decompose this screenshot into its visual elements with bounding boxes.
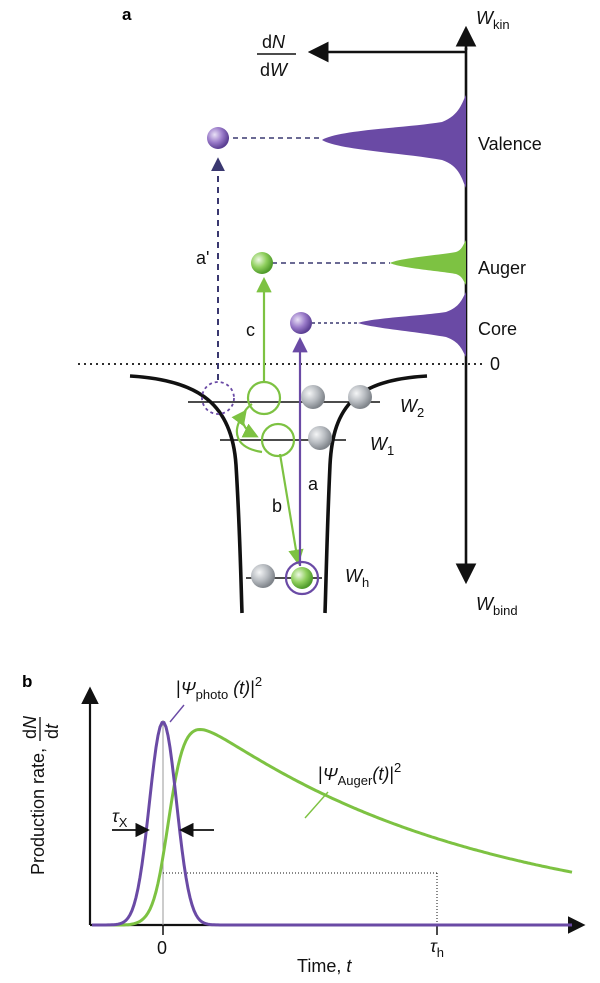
peak-label-valence: Valence bbox=[478, 134, 542, 154]
x-tick-label-tau-h: τh bbox=[430, 936, 444, 960]
x-tick-label-zero: 0 bbox=[157, 938, 167, 958]
svg-text:dN: dN bbox=[20, 715, 40, 739]
transition-label-c: c bbox=[246, 320, 255, 340]
atom-wh-1 bbox=[251, 564, 275, 588]
panel-b-label: b bbox=[22, 672, 32, 691]
electron-valence bbox=[207, 127, 229, 149]
svg-text:Production rate,: Production rate, bbox=[28, 748, 48, 875]
y-axis-label: Production rate, dN dt bbox=[20, 715, 62, 875]
electron-core-refill bbox=[291, 567, 313, 589]
photo-curve-label: |Ψphoto (t)|2 bbox=[176, 674, 262, 702]
electron-auger bbox=[251, 252, 273, 274]
level-label-wh: Wh bbox=[345, 566, 369, 590]
panel-a: a Wkin Wbind dN dW 0 Valence Auger Core bbox=[78, 5, 542, 618]
transition-label-a-prime: a' bbox=[196, 248, 209, 268]
photo-label-leader bbox=[169, 704, 185, 723]
atom-w2-2 bbox=[348, 385, 372, 409]
transition-label-b: b bbox=[272, 496, 282, 516]
peak-label-core: Core bbox=[478, 319, 517, 339]
vacancy-w1 bbox=[260, 422, 296, 458]
auger-curve-label: |ΨAuger(t)|2 bbox=[318, 760, 401, 788]
axis-wbind-label: Wbind bbox=[476, 594, 518, 618]
tau-x-label: τX bbox=[112, 806, 128, 830]
vacancy-w2 bbox=[246, 380, 282, 416]
core-hole-ring bbox=[284, 560, 320, 596]
vacuum-zero-label: 0 bbox=[490, 354, 500, 374]
transition-relaxation-up bbox=[231, 409, 263, 454]
atom-w2-1 bbox=[301, 385, 325, 409]
x-axis-label: Time, t bbox=[297, 956, 352, 976]
level-label-w1: W1 bbox=[370, 434, 394, 458]
auger-label-leader bbox=[304, 791, 329, 819]
valence-peak bbox=[322, 95, 466, 188]
potential-well-left bbox=[129, 374, 244, 614]
svg-text:dN: dN bbox=[262, 32, 286, 52]
transition-b bbox=[278, 453, 304, 566]
axis-wkin-label: Wkin bbox=[476, 8, 510, 32]
potential-well-right bbox=[323, 374, 428, 614]
svg-text:dt: dt bbox=[42, 723, 62, 739]
peak-label-auger: Auger bbox=[478, 258, 526, 278]
dndw-label: dN dW bbox=[257, 32, 296, 80]
panel-b: b Production rate, dN dt Time, t 0 τh τX… bbox=[20, 672, 586, 976]
transition-relaxation-down bbox=[241, 403, 259, 438]
photo-curve bbox=[92, 721, 572, 927]
transition-label-a: a bbox=[308, 474, 319, 494]
core-peak bbox=[358, 292, 466, 357]
svg-text:dW: dW bbox=[260, 60, 289, 80]
atom-w1-1 bbox=[308, 426, 332, 450]
auger-peak bbox=[390, 240, 466, 285]
electron-core bbox=[290, 312, 312, 334]
level-label-w2: W2 bbox=[400, 396, 424, 420]
auger-curve bbox=[92, 727, 573, 927]
panel-a-label: a bbox=[122, 5, 132, 24]
vacancy-valence bbox=[201, 381, 235, 415]
